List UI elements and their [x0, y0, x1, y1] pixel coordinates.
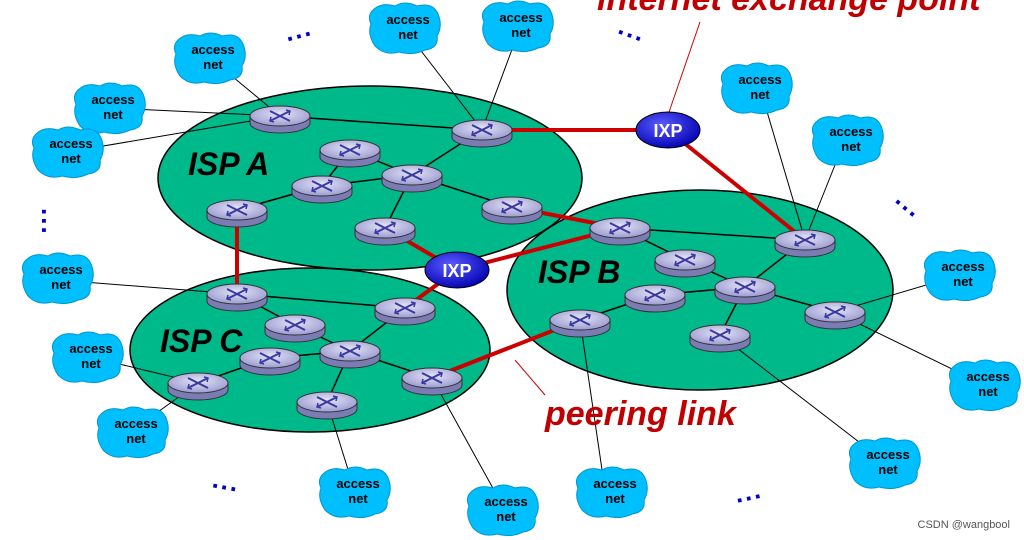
svg-text:net: net [978, 384, 998, 399]
svg-text:access: access [336, 476, 379, 491]
ixp-node-top: IXP [635, 111, 701, 149]
svg-text:net: net [203, 57, 223, 72]
svg-text:access: access [69, 341, 112, 356]
router-icon [774, 229, 836, 258]
svg-text:net: net [511, 25, 531, 40]
svg-text:net: net [750, 87, 770, 102]
router-icon [589, 217, 651, 246]
svg-text:net: net [953, 274, 973, 289]
router-icon [291, 175, 353, 204]
svg-text:net: net [103, 107, 123, 122]
svg-text:access: access [966, 369, 1009, 384]
watermark: CSDN @wangbool [918, 519, 1011, 531]
ellipsis-dots: ... [732, 474, 765, 509]
ellipsis-dots: ... [281, 11, 315, 47]
svg-text:net: net [398, 27, 418, 42]
router-icon [206, 199, 268, 228]
svg-text:access: access [91, 92, 134, 107]
svg-text:net: net [841, 139, 861, 154]
router-icon [381, 164, 443, 193]
ellipsis-dots: ... [890, 183, 930, 224]
svg-text:access: access [484, 494, 527, 509]
svg-text:net: net [81, 356, 101, 371]
router-icon [804, 301, 866, 330]
router-icon [239, 347, 301, 376]
svg-text:access: access [738, 72, 781, 87]
svg-text:access: access [49, 136, 92, 151]
svg-text:access: access [941, 259, 984, 274]
router-icon [249, 105, 311, 134]
router-icon [319, 340, 381, 369]
svg-text:net: net [61, 151, 81, 166]
isp-c-label: ISP C [160, 323, 243, 359]
internet-exchange-point-callout: internet exchange point [597, 0, 982, 18]
svg-text:access: access [39, 262, 82, 277]
svg-text:access: access [191, 42, 234, 57]
svg-text:access: access [593, 476, 636, 491]
router-icon [451, 119, 513, 148]
router-icon [689, 324, 751, 353]
svg-text:net: net [605, 491, 625, 506]
router-icon [714, 276, 776, 305]
router-icon [654, 249, 716, 278]
router-icon [481, 196, 543, 225]
router-icon [549, 309, 611, 338]
router-icon [624, 284, 686, 313]
ellipsis-dots: ... [36, 208, 66, 236]
router-icon [319, 139, 381, 168]
svg-text:net: net [51, 277, 71, 292]
router-icon [296, 391, 358, 420]
svg-text:access: access [386, 12, 429, 27]
ixp-label: IXP [653, 121, 682, 141]
svg-text:access: access [499, 10, 542, 25]
svg-text:net: net [878, 462, 898, 477]
isp-a-label: ISP A [188, 146, 269, 182]
peering-link-callout: peering link [544, 395, 738, 433]
svg-text:access: access [866, 447, 909, 462]
svg-text:access: access [114, 416, 157, 431]
ixp-callout-pointer [667, 21, 701, 116]
router-icon [206, 283, 268, 312]
router-icon [167, 372, 229, 401]
router-icon [264, 314, 326, 343]
ixp-label: IXP [442, 261, 471, 281]
router-icon [401, 367, 463, 396]
svg-text:net: net [348, 491, 368, 506]
svg-text:net: net [496, 509, 516, 524]
router-icon [354, 217, 416, 246]
router-icon [374, 297, 436, 326]
isp-b-label: ISP B [538, 254, 620, 290]
isp-b-region [506, 189, 894, 391]
svg-text:net: net [126, 431, 146, 446]
ixp-node-center: IXP [424, 251, 490, 289]
peering-callout-pointer [514, 359, 546, 396]
ellipsis-dots: ... [210, 463, 242, 497]
svg-text:access: access [829, 124, 872, 139]
